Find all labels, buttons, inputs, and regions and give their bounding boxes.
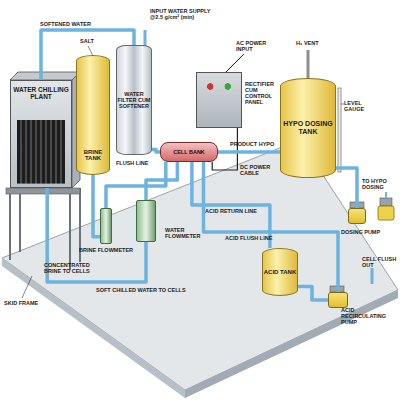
chiller-top [10, 72, 80, 80]
acid-tank: ACID TANK [262, 248, 298, 296]
callout-label: CELL FLUSH OUT [362, 256, 398, 269]
pump: DOSING PUMP [348, 208, 366, 224]
skid-side [2, 258, 185, 398]
callout-label: INPUT WATER SUPPLY @2.5 g/cm² (min) [150, 8, 212, 21]
pipe-line [152, 150, 160, 153]
outside-heading: DOSING PUMP [341, 229, 381, 235]
pipe-line [146, 162, 177, 200]
stand-leg [9, 194, 11, 260]
callout-label: AC POWER INPUT [236, 40, 276, 53]
outside-heading: BRINE FLOWMETER [79, 247, 139, 253]
node-text: CELL BANK [173, 149, 205, 155]
chilling-plant: WATER CHILLING PLANT [10, 80, 72, 188]
pipe-line [336, 168, 357, 208]
line-label: ACID RETURN LINE [205, 208, 265, 214]
softener-vessel: WATER FILTER CUM SOFTENER [116, 45, 152, 155]
vent-pipe [307, 50, 310, 80]
callout-label: TO HYPO DOSING [362, 178, 400, 191]
stand-leg [19, 190, 21, 252]
outside-heading: RECTIFIER CUM CONTROL PANEL [245, 81, 281, 106]
line-label: CONCENTRATED BRINE TO CELLS [44, 262, 104, 275]
outside-heading: ACID RECIRCULATING PUMP [341, 307, 399, 325]
pump-body [378, 206, 394, 220]
node-text: WATER CHILLING PLANT [11, 86, 71, 101]
stand-leg [69, 194, 71, 270]
line-label: FLUSH LINE [116, 160, 156, 166]
flush-pipe [371, 268, 374, 284]
input-pipe [144, 30, 147, 46]
control-panel: RECTIFIER CUM CONTROL PANEL [196, 72, 242, 128]
callout-label: H₂ VENT [296, 40, 326, 46]
flowmeter: WATER FLOWMETER [136, 200, 156, 242]
skid-side [185, 290, 398, 398]
node-text: HYPO DOSING TANK [281, 120, 335, 136]
pipe-line [93, 175, 100, 237]
line-label: DC POWER CABLE [240, 164, 280, 177]
pump-motor [380, 198, 392, 206]
line-label: PRODUCT HYPO [230, 141, 280, 147]
hypo-tank: HYPO DOSING TANK [280, 78, 336, 178]
power-cable [226, 54, 244, 72]
leader-line [22, 276, 32, 298]
level-gauge [338, 88, 341, 172]
pipe-line [218, 150, 280, 154]
leader-line [341, 104, 344, 105]
pump: ACID RECIRCULATING PUMP [328, 292, 348, 308]
node-text: ACID TANK [264, 269, 297, 276]
flowmeter: BRINE FLOWMETER [100, 208, 112, 244]
line-label: ACID FLUSH LINE [225, 235, 283, 241]
line-label: SOFTENED WATER [40, 21, 100, 27]
pipe-line [298, 286, 328, 300]
node-text: WATER FILTER CUM SOFTENER [117, 91, 151, 109]
callout-label: LEVEL GAUGE [344, 100, 378, 113]
brine-tank: BRINE TANK [76, 55, 110, 175]
line-label: SOFT CHILLED WATER TO CELLS [96, 287, 186, 293]
callout-label: SALT [80, 38, 104, 44]
dosing-pipe [385, 192, 387, 198]
node-text: BRINE TANK [77, 149, 109, 162]
stand-top [6, 188, 80, 194]
outside-heading: WATER FLOWMETER [165, 227, 213, 239]
pipe-line [204, 162, 339, 292]
cell-bank: CELL BANK [160, 142, 218, 162]
callout-label: SKID FRAME [4, 300, 48, 306]
